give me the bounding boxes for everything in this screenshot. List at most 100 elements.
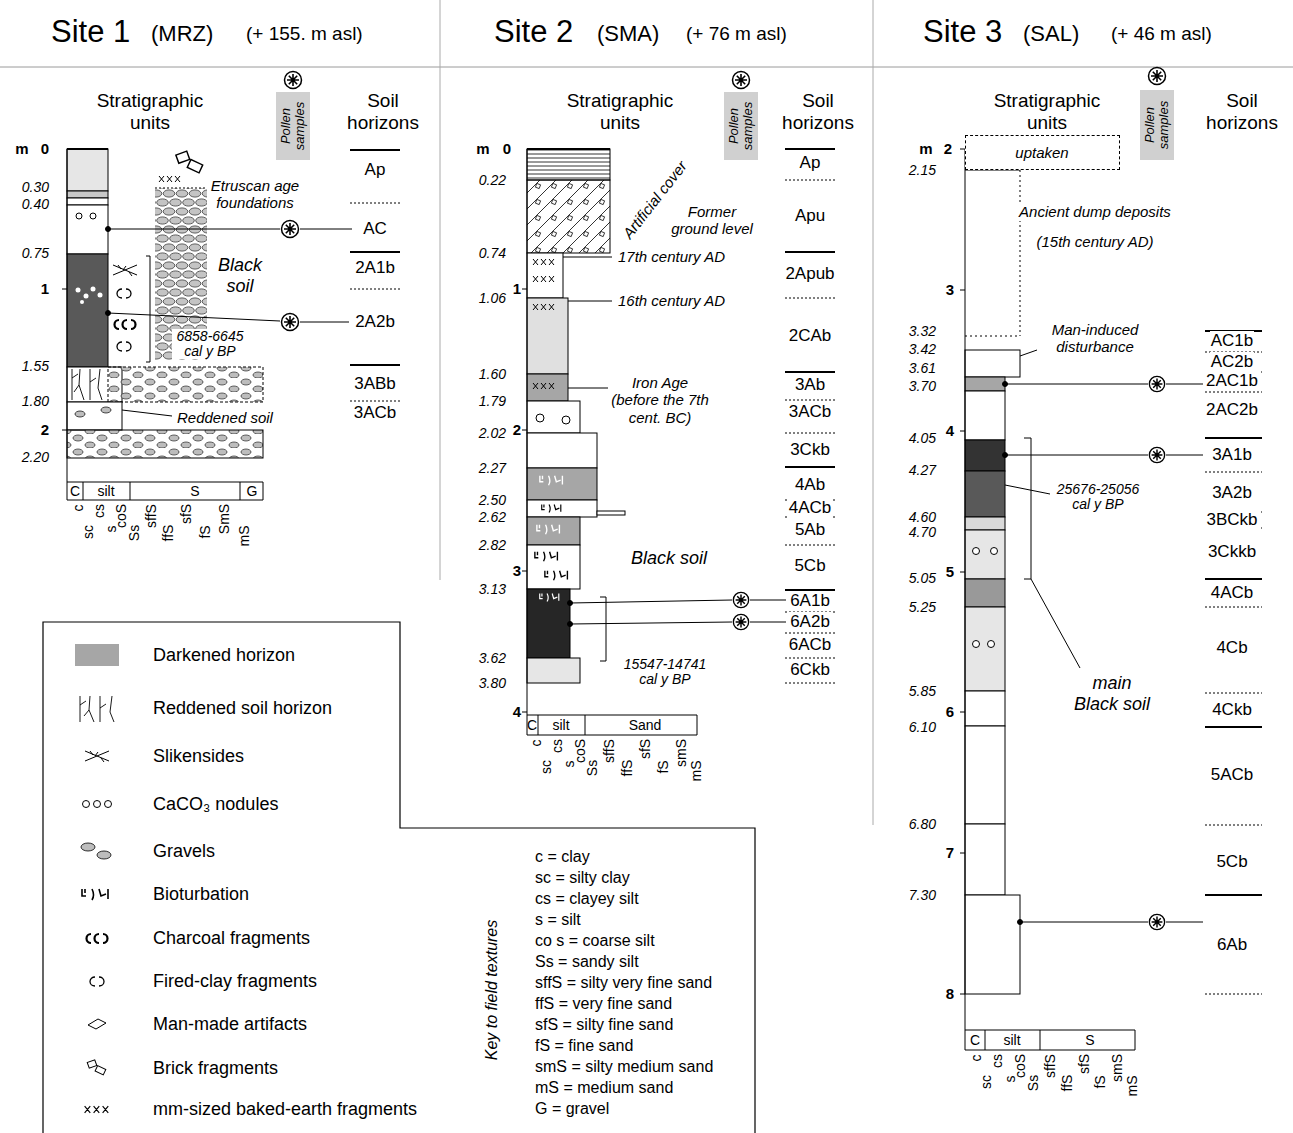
legend-label: Slikensides (152, 746, 245, 767)
depth-scale-number: 0 (502, 140, 512, 157)
column-header: Soil horizons (772, 90, 864, 134)
legend-label: Charcoal fragments (152, 928, 311, 949)
depth-label: 5.25 (908, 600, 937, 615)
soil-horizon-label: 2A1b (354, 258, 396, 278)
key-entry: c = clay (535, 848, 590, 866)
texture-tick: Ss (127, 524, 141, 542)
soil-horizon-label: 4ACb (1210, 583, 1255, 603)
depth-label: 0.30 (21, 180, 50, 195)
depth-scale-number: 1 (40, 280, 50, 297)
texture-tick: Ss (585, 759, 599, 777)
soil-horizon-label: 3ACb (353, 403, 398, 423)
site-elevation: (+ 76 m asl) (685, 23, 788, 45)
soil-horizon-label: 5Cb (1215, 852, 1248, 872)
soil-horizon-label: 2AC1b (1205, 371, 1259, 391)
texture-tick: fS (198, 524, 212, 539)
texture-tick: sffS (1043, 1053, 1057, 1079)
soil-horizon-label: 3ACb (788, 402, 833, 422)
soil-horizon-label: 5Cb (793, 556, 826, 576)
site-code: (SMA) (596, 21, 660, 46)
soil-horizon-label: AC (362, 219, 388, 239)
depth-label: 3.70 (908, 379, 937, 394)
depth-label: 25676-25056 cal y BP (1052, 482, 1144, 512)
texture-class: silt (551, 718, 570, 732)
texture-tick: sc (81, 524, 95, 540)
node-text: Pollen samples (279, 92, 307, 160)
key-entry: sfS = silty fine sand (535, 1016, 673, 1034)
depth-label: 7.30 (908, 888, 937, 903)
texture-tick: ffS (620, 759, 634, 778)
depth-label: 2.20 (21, 450, 50, 465)
pollen-samples-box: Pollen samples (1140, 90, 1174, 160)
depth-label: 3.80 (478, 676, 507, 691)
soil-horizon-label: 3Ab (794, 375, 826, 395)
depth-label: 6.80 (908, 817, 937, 832)
depth-scale-number: 4 (945, 422, 955, 439)
soil-horizon-label: 2CAb (788, 326, 833, 346)
soil-horizon-label: Ap (799, 153, 822, 173)
soil-horizon-label: 3A1b (1211, 445, 1253, 465)
legend-label: mm-sized baked-earth fragments (152, 1099, 418, 1120)
site-title: Site 1 (50, 14, 131, 50)
key-entry: sc = silty clay (535, 869, 630, 887)
site3-column (960, 68, 1262, 1051)
legend-samples (80, 696, 114, 1113)
depth-scale-number: 7 (945, 844, 955, 861)
legend-label: CaCO₃ nodules (152, 794, 279, 815)
depth-label: 3.61 (908, 361, 937, 376)
annotation: Ancient dump deposits (1018, 203, 1172, 220)
legend-label: Bioturbation (152, 884, 250, 905)
depth-scale-number: m (475, 140, 490, 157)
soil-horizon-label: 3Ckb (789, 440, 831, 460)
key-entry: Ss = sandy silt (535, 953, 639, 971)
depth-label: 2.15 (908, 163, 937, 178)
soil-horizon-label: 6A2b (789, 612, 831, 632)
texture-class: S (189, 484, 200, 498)
texture-tick: ffS (161, 524, 175, 543)
texture-tick: cs (990, 1053, 1004, 1069)
depth-label: 3.32 (908, 324, 937, 339)
site-code: (MRZ) (150, 21, 214, 46)
node-text: Pollen samples (1143, 90, 1171, 160)
depth-label: 2.27 (478, 461, 507, 476)
depth-label: 1.80 (21, 394, 50, 409)
depth-label: 1.79 (478, 394, 507, 409)
column-header: Stratigraphic units (549, 90, 691, 134)
annotation: (15th century AD) (1036, 233, 1155, 250)
soil-horizon-label: 3BCkb (1205, 510, 1258, 530)
soil-horizon-label: 4Cb (1215, 638, 1248, 658)
texture-class: silt (96, 484, 115, 498)
texture-class: silt (1002, 1033, 1021, 1047)
soil-horizon-label: 4Ab (794, 475, 826, 495)
soil-horizon-label: 2AC2b (1205, 400, 1259, 420)
column-header: Stratigraphic units (976, 90, 1118, 134)
key-entry: smS = silty medium sand (535, 1058, 713, 1076)
annotation: main Black soil (1070, 673, 1154, 714)
texture-tick: mS (236, 524, 250, 547)
soil-horizon-label: 6ACb (788, 635, 833, 655)
texture-tick: cs (550, 738, 564, 754)
soil-horizon-label: 4ACb (788, 498, 833, 518)
site-title: Site 3 (922, 14, 1003, 50)
pollen-samples-box: Pollen samples (724, 92, 758, 160)
texture-tick: smS (674, 738, 688, 768)
legend-label: Man-made artifacts (152, 1014, 308, 1035)
site1-column (62, 72, 400, 501)
depth-label: 15547-14741 cal y BP (619, 657, 711, 687)
depth-label: 2.82 (478, 538, 507, 553)
texture-tick: cs (92, 503, 106, 519)
texture-class: C (969, 1033, 981, 1047)
texture-key-box: Key to field texturesc = claysc = silty … (470, 840, 750, 1130)
texture-tick: c (70, 503, 84, 512)
depth-scale-number: 2 (943, 140, 953, 157)
annotation: Black soil (630, 548, 708, 569)
texture-tick: ffS (1060, 1074, 1074, 1093)
site-elevation: (+ 155. m asl) (245, 23, 364, 45)
key-entry: mS = medium sand (535, 1079, 673, 1097)
texture-tick: fS (656, 759, 670, 774)
soil-horizon-label: 3A2b (1211, 483, 1253, 503)
legend-label: Reddened soil horizon (152, 698, 333, 719)
annotation: Etruscan age foundations (207, 177, 304, 212)
